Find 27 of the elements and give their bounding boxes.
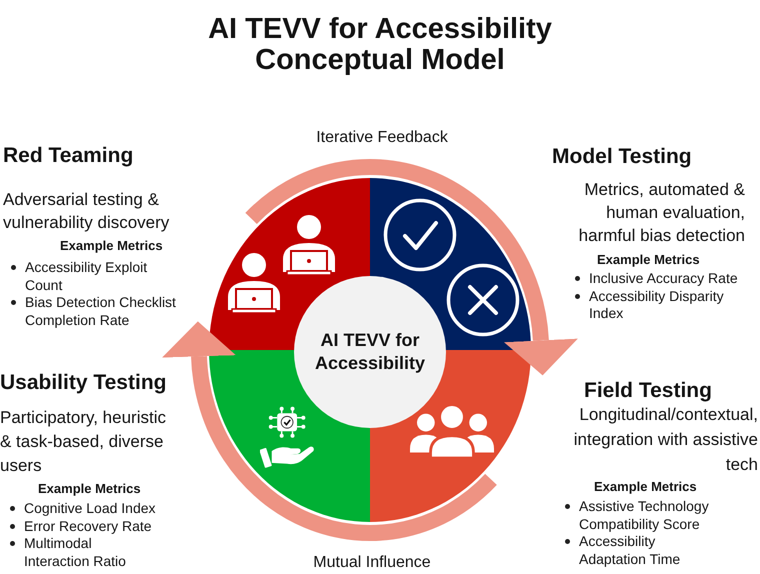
- curved-arrow: [162, 322, 496, 541]
- edge-label: Iterative Feedback: [316, 128, 448, 148]
- metric-item: Accessibility Exploit Count: [25, 259, 148, 294]
- metric-item: Multimodal Interaction Ratio: [24, 535, 127, 570]
- metric-item: Accessibility Disparity Index: [589, 288, 725, 322]
- metrics-heading: Example Metrics: [60, 238, 163, 254]
- section-heading: Field Testing: [584, 378, 712, 403]
- curved-arrow: [246, 159, 578, 376]
- section-heading: Red Teaming: [3, 143, 134, 168]
- metric-item: Bias Detection Checklist Completion Rate: [25, 294, 177, 329]
- metric-item: Inclusive Accuracy Rate: [589, 270, 739, 288]
- hub-label: AI TEVV for Accessibility: [314, 329, 426, 375]
- metrics-heading: Example Metrics: [38, 481, 141, 497]
- metrics-heading: Example Metrics: [594, 479, 697, 495]
- section-description: Participatory, heuristic & task-based, diverse users: [0, 407, 167, 477]
- section-description: Longitudinal/contextual, integration with assistive tech: [572, 404, 758, 476]
- metric-item: Assistive Technology Compatibility Score: [579, 498, 710, 533]
- metric-item: Cognitive Load Index: [24, 500, 157, 518]
- section-heading: Usability Testing: [0, 370, 166, 395]
- metrics-heading: Example Metrics: [597, 252, 700, 268]
- section-description: Adversarial testing & vulnerability discovery: [3, 189, 170, 234]
- metric-item: Error Recovery Rate: [24, 518, 153, 535]
- section-heading: Model Testing: [552, 144, 692, 169]
- edge-label: Mutual Influence: [313, 553, 431, 573]
- metric-item: Accessibility Adaptation Time: [579, 533, 682, 568]
- section-description: Metrics, automated & human evaluation, harmful bias detection: [578, 179, 745, 247]
- diagram-title: AI TEVV for Accessibility Conceptual Model: [207, 14, 553, 76]
